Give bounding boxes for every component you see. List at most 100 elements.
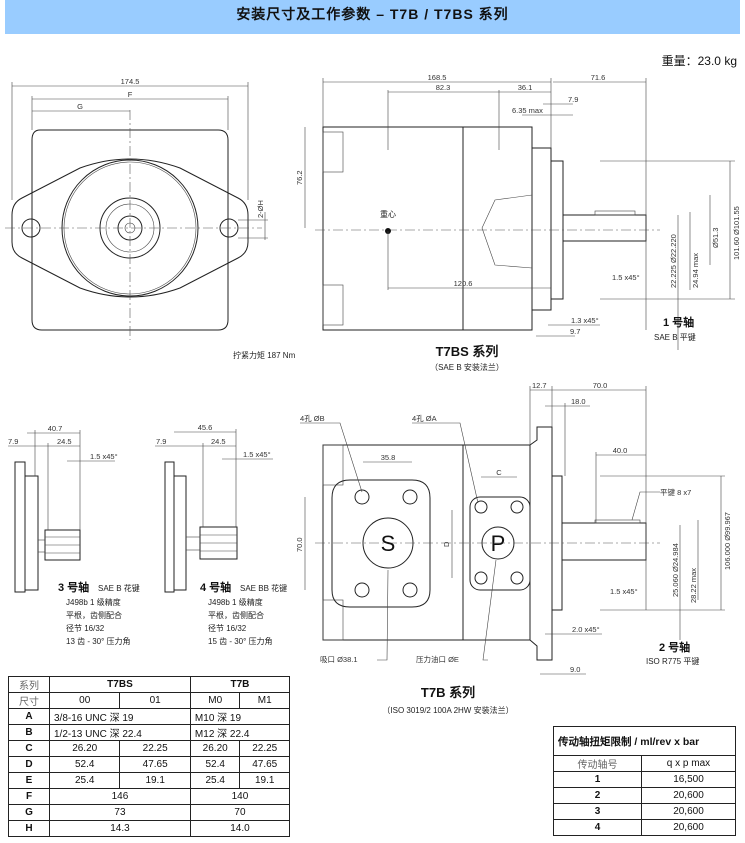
row-key: B <box>8 724 50 741</box>
dim-22-225: 22.225 Ø22.220 <box>669 234 678 288</box>
t7b-view: S P 12.7 70.0 18.0 40.0 35.8 C 70.0 D 10… <box>295 381 732 715</box>
cell: 47.65 <box>119 756 191 773</box>
cell: 16,500 <box>640 771 737 788</box>
code: M1 <box>239 692 290 709</box>
dim-chamfer: 1.5 x45° <box>243 450 271 459</box>
dim-120-6: 120.6 <box>454 279 473 288</box>
key-label: 平键 8 x7 <box>660 487 691 497</box>
dim-36-1: 36.1 <box>518 83 533 92</box>
dim-chamfer: 1.5 x45° <box>90 452 118 461</box>
hole-b-label: 4孔 ØB <box>300 414 325 423</box>
shaft-3-spec: 平根，齿侧配合 <box>66 610 122 620</box>
t7b-series-subtitle: （ISO 3019/2 100A 2HW 安装法兰） <box>382 705 513 715</box>
cell: 2 <box>553 787 642 804</box>
cell: 70 <box>189 804 291 821</box>
cell: 3 <box>553 803 642 820</box>
header-series: 系列 <box>8 676 50 693</box>
t7bs-series-subtitle: （SAE B 安装法兰） <box>430 362 504 372</box>
shaft-4-spec: 径节 16/32 <box>208 623 247 633</box>
cell: 20,600 <box>640 803 737 820</box>
dim-24-94-max: 24.94 max <box>691 253 700 288</box>
torque-note: 拧紧力矩 187 Nm <box>233 350 296 360</box>
shaft-3-spec: 径节 16/32 <box>66 623 105 633</box>
t7b-series-title: T7B 系列 <box>421 685 475 700</box>
dim-45-6: 45.6 <box>198 423 213 432</box>
dim-24-5: 24.5 <box>211 437 226 446</box>
dim-71-6: 71.6 <box>591 73 606 82</box>
shaft-4-spec: J498b 1 级精度 <box>208 597 263 607</box>
header-t7bs: T7BS <box>49 676 191 693</box>
cell: 14.3 <box>49 820 191 837</box>
dim-7-9: 7.9 <box>156 437 166 446</box>
cell: 47.65 <box>239 756 290 773</box>
dim-7-9: 7.9 <box>568 95 578 104</box>
dim-h: 2-ØH <box>256 200 265 218</box>
shaft-4-title: 4 号轴 <box>200 580 231 594</box>
dim-101-60: 101.60 Ø101.55 <box>732 206 741 260</box>
cell: 73 <box>49 804 191 821</box>
row-key: H <box>8 820 50 837</box>
cell: 19.1 <box>239 772 290 789</box>
t7bs-side-view: 重心 168.5 82.3 36.1 71.6 7.9 6.35 max 76.… <box>295 73 741 372</box>
cell: 26.20 <box>189 740 241 757</box>
cell: 4 <box>553 819 642 836</box>
hole-a-label: 4孔 ØA <box>412 414 437 423</box>
dim-24-5: 24.5 <box>57 437 72 446</box>
dim-18-0: 18.0 <box>571 397 586 406</box>
dim-chamfer-2-0: 2.0 x45° <box>572 625 600 634</box>
shaft-1-subtitle: SAE B 平键 <box>654 332 696 342</box>
dim-35-8: 35.8 <box>381 453 396 462</box>
cell: 22.25 <box>119 740 191 757</box>
cell: 146 <box>49 788 191 805</box>
shaft-4-type: SAE BB 花键 <box>240 583 287 593</box>
dim-70-0: 70.0 <box>593 381 608 390</box>
dim-chamfer-1-5: 1.5 x45° <box>612 273 640 282</box>
dim-9-7: 9.7 <box>570 327 580 336</box>
cell: 140 <box>189 788 291 805</box>
dim-9-0: 9.0 <box>570 665 580 674</box>
dim-7-9: 7.9 <box>8 437 18 446</box>
shaft-3-view: 40.7 7.9 24.5 1.5 x45° 3 号轴 SAE B 花键 J49… <box>8 424 140 646</box>
row-key: A <box>8 708 50 725</box>
port-p-label: P <box>491 531 506 556</box>
shaft-3-title: 3 号轴 <box>58 580 89 594</box>
dim-12-7: 12.7 <box>532 381 547 390</box>
cell: 19.1 <box>119 772 191 789</box>
dim-6-35-max: 6.35 max <box>512 106 543 115</box>
cell: 26.20 <box>48 740 121 757</box>
t7bs-series-title: T7BS 系列 <box>436 344 499 359</box>
cell: 3/8-16 UNC 深 19 <box>49 708 191 725</box>
row-key: F <box>8 788 50 805</box>
header-qp-max: q x p max <box>640 755 737 772</box>
dim-chamfer-1-5: 1.5 x45° <box>610 587 638 596</box>
cell: M10 深 19 <box>189 708 291 725</box>
shaft-2-subtitle: ISO R775 平键 <box>646 656 699 666</box>
center-of-gravity-label: 重心 <box>380 209 396 219</box>
dim-chamfer-1-3: 1.3 x45° <box>571 316 599 325</box>
torque-table-title: 传动轴扭矩限制 / ml/rev x bar <box>553 726 736 756</box>
shaft-3-type: SAE B 花键 <box>98 583 140 593</box>
weight-label: 重量：23.0 kg <box>661 54 737 68</box>
page-title: 安装尺寸及工作参数 – T7B / T7BS 系列 <box>5 0 740 34</box>
cell: 20,600 <box>640 787 737 804</box>
dim-51-3: Ø51.3 <box>711 228 720 248</box>
cell: 25.4 <box>189 772 241 789</box>
front-view: 174.5 F G 2-ØH 拧紧力矩 187 Nm <box>5 77 296 360</box>
cell: M12 深 22.4 <box>189 724 291 741</box>
code: M0 <box>189 692 241 709</box>
dim-28-22-max: 28.22 max <box>689 568 698 603</box>
code: 00 <box>48 692 121 709</box>
